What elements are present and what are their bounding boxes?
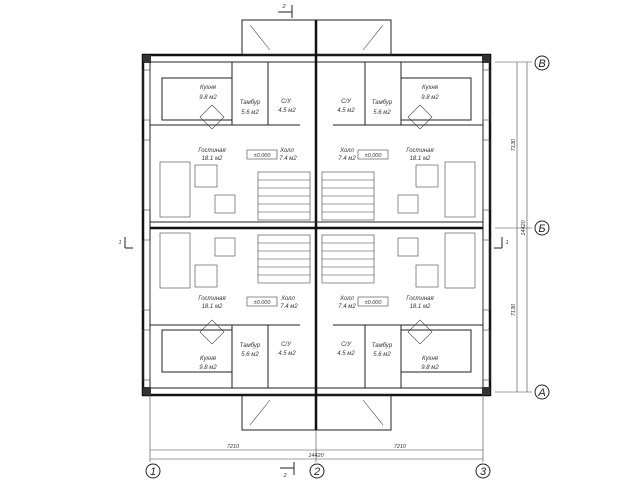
sofas [159,161,476,289]
room-name-bathroom: С/У [281,342,292,348]
room-name-living: Гостиная [198,148,226,154]
room-area-vestibule: 5.6 м2 [241,110,259,116]
room-area-kitchen: 9.8 м2 [421,365,439,371]
room-area-hall: 7.4 м2 [338,156,356,162]
room-area-bathroom: 4.5 м2 [278,351,296,357]
room-name-living: Гостиная [406,148,434,154]
dimension-bay-1: 7210 [227,444,240,450]
room-name-living: Гостиная [198,296,226,302]
room-area-vestibule: 5.6 м2 [373,352,391,358]
room-area-bathroom: 4.5 м2 [337,108,355,114]
room-name-kitchen: Кухня [200,85,217,91]
level-mark: ±0.000 [254,153,272,159]
room-area-hall: 7.4 м2 [338,304,356,310]
room-area-bathroom: 4.5 м2 [337,351,355,357]
room-area-living: 18.1 м2 [410,304,431,310]
room-area-kitchen: 9.8 м2 [199,365,217,371]
dimension-lines-bottom [149,395,484,462]
room-area-kitchen: 9.8 м2 [421,95,439,101]
room-name-bathroom: С/У [281,99,292,105]
room-name-vestibule: Тамбур [372,100,393,106]
dimension-lines-right [495,61,532,393]
room-name-hall: Холл [339,296,354,302]
section-mark-2 [278,5,295,475]
section-label-1: 1 [505,240,508,246]
axis-B: Б [538,223,545,235]
dimension-bay-2: 7210 [394,444,407,450]
room-name-kitchen: Кухня [200,356,217,362]
room-name-living: Гостиная [406,296,434,302]
room-area-living: 18.1 м2 [202,156,223,162]
axis-2: 2 [313,466,320,478]
room-area-living: 18.1 м2 [202,304,223,310]
dimension-total-v: 14420 [521,219,527,235]
room-name-hall: Холл [280,296,295,302]
section-mark-1 [124,237,503,249]
staircases [257,171,375,284]
room-name-hall: Холл [339,148,354,154]
dining-tables [199,104,433,345]
room-area-vestibule: 5.6 м2 [373,110,391,116]
room-area-hall: 7.4 м2 [279,156,297,162]
axis-V: В [538,58,545,70]
room-area-vestibule: 5.6 м2 [241,352,259,358]
dimension-bay-v2: 7130 [511,303,517,316]
axis-A: А [537,387,545,399]
level-mark: ±0.000 [365,153,383,159]
axis-3: 3 [480,466,487,478]
room-name-bathroom: С/У [341,342,352,348]
section-label-2: 2 [282,473,286,479]
room-name-hall: Холл [279,148,294,154]
room-area-living: 18.1 м2 [410,156,431,162]
room-name-vestibule: Тамбур [240,100,261,106]
section-label-1: 1 [118,240,121,246]
room-name-kitchen: Кухня [422,85,439,91]
room-area-kitchen: 9.8 м2 [199,95,217,101]
room-area-hall: 7.4 м2 [280,304,298,310]
room-name-bathroom: С/У [341,99,352,105]
level-mark: ±0.000 [365,300,383,306]
axis-1: 1 [150,466,156,478]
room-name-kitchen: Кухня [422,356,439,362]
level-mark: ±0.000 [254,300,272,306]
section-label-2: 2 [281,4,285,10]
room-name-vestibule: Тамбур [240,343,261,349]
dimension-bay-v1: 7130 [511,138,517,151]
dimension-total: 14420 [308,453,324,459]
room-name-vestibule: Тамбур [372,343,393,349]
room-area-bathroom: 4.5 м2 [278,108,296,114]
